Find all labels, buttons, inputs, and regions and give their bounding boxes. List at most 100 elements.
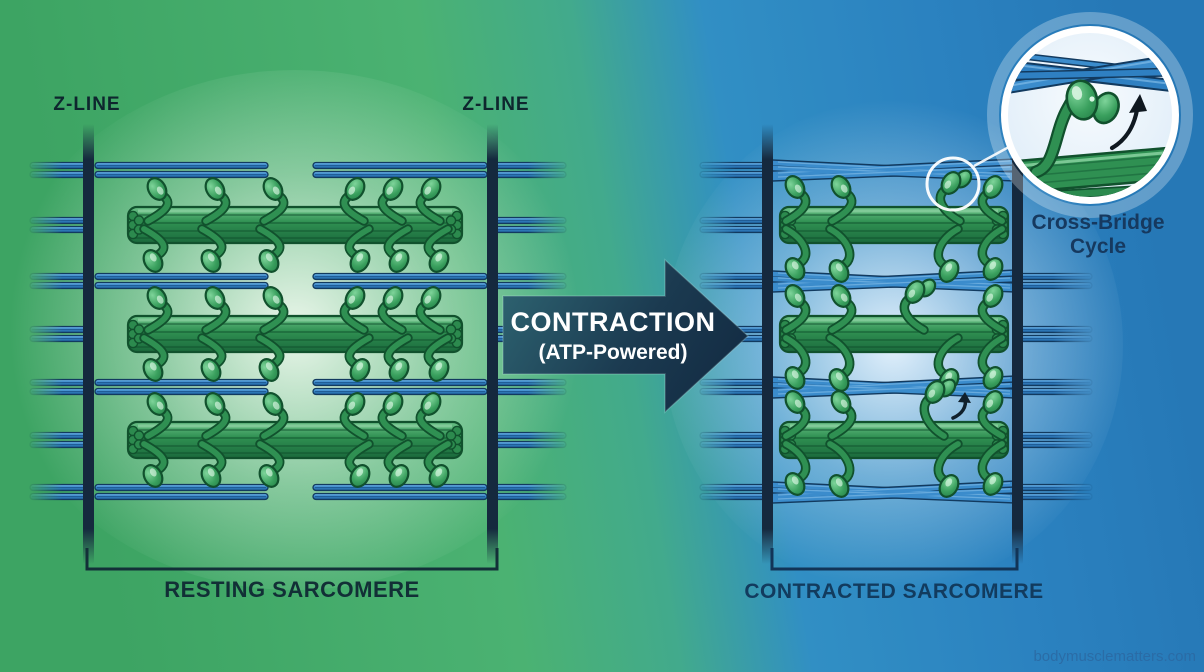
myosin-head (781, 284, 811, 335)
resting-bracket (85, 548, 499, 571)
myosin-head (197, 333, 227, 382)
cross-bridge-inset: Cross-Bridge Cycle (987, 12, 1193, 258)
myosin-head (977, 224, 1007, 281)
myosin-head (781, 333, 811, 390)
myosin-filament (126, 286, 464, 382)
myosin-head (143, 392, 173, 441)
inset-halo (987, 12, 1193, 218)
myosin-head (415, 177, 445, 226)
myosin-head (825, 333, 855, 392)
inset-caption-line2: Cycle (1070, 235, 1126, 258)
myosin-head (827, 175, 857, 226)
myosin-head (423, 224, 453, 273)
myosin-filament (126, 177, 464, 273)
myosin-filament (778, 278, 1010, 392)
actin-filament (29, 378, 89, 396)
z-line-label-left: Z-LINE (53, 94, 120, 115)
myosin-head (143, 177, 173, 226)
myosin-head (977, 175, 1007, 226)
actin-filament (1017, 431, 1093, 449)
z-line-left-resting (83, 124, 94, 564)
actin-filament (699, 161, 769, 179)
myosin-head (977, 284, 1007, 335)
actin-filament (1017, 325, 1093, 343)
inset-caption-line1: Cross-Bridge (1031, 211, 1164, 234)
myosin-head (344, 439, 374, 488)
myosin-filament (778, 378, 1010, 498)
myosin-head (377, 286, 407, 335)
actin-filament-overlapped (768, 375, 1020, 399)
myosin-head (377, 177, 407, 226)
sarcomere-overlays (951, 392, 971, 420)
resting-sarcomere (94, 161, 488, 501)
z-line-label-right: Z-LINE (462, 94, 529, 115)
myosin-head (899, 278, 937, 335)
myosin-head (259, 177, 289, 226)
myosin-head (827, 390, 857, 441)
myosin-head (781, 390, 811, 441)
myosin-head (259, 286, 289, 335)
myosin-head (339, 177, 369, 226)
contraction-arrow-title: CONTRACTION (511, 307, 716, 337)
actin-filament (1017, 378, 1093, 396)
myosin-head (255, 333, 285, 382)
power-stroke-arrow-icon (951, 392, 971, 420)
contracted-bracket (770, 548, 1019, 571)
actin-stubs-outer-right (1017, 272, 1093, 501)
myosin-head (139, 224, 169, 273)
myosin-head (933, 224, 963, 283)
myosin-head (139, 439, 169, 488)
myosin-head (201, 177, 231, 226)
myosin-head (259, 392, 289, 441)
myosin-head (197, 224, 227, 273)
myosin-head (415, 286, 445, 335)
myosin-head (383, 224, 413, 273)
inset-cycle-arrow-icon (1109, 94, 1147, 151)
myosin-head (201, 286, 231, 335)
actin-filament (94, 483, 269, 501)
actin-filament (493, 431, 567, 449)
myosin-head (977, 333, 1007, 390)
actin-filament (29, 431, 89, 449)
myosin-head (377, 392, 407, 441)
myosin-head (143, 286, 173, 335)
myosin-head (781, 439, 811, 496)
contracted-sarcomere (768, 158, 1020, 504)
myosin-head (781, 224, 811, 281)
actin-filament-overlapped (768, 269, 1020, 293)
z-line-left-contracted (762, 124, 773, 564)
actin-filament (94, 272, 269, 290)
myosin-head (977, 439, 1007, 496)
myosin-head (197, 439, 227, 488)
resting-sarcomere-caption: RESTING SARCOMERE (164, 577, 419, 602)
myosin-head (423, 333, 453, 382)
actin-filament (94, 161, 269, 179)
myosin-head (827, 284, 857, 335)
myosin-filament (126, 392, 464, 488)
z-line-right-contracted (1012, 124, 1023, 564)
magnified-head-circle (925, 156, 981, 212)
inset-myosin-head (1029, 79, 1120, 179)
myosin-head (825, 224, 855, 283)
myosin-head (977, 390, 1007, 441)
myosin-head (781, 175, 811, 226)
myosin-head (339, 392, 369, 441)
myosin-head (935, 169, 973, 226)
myosin-head (344, 224, 374, 273)
z-line-right-resting (487, 124, 498, 564)
myosin-head (383, 333, 413, 382)
myosin-head (933, 439, 963, 498)
contraction-arrow-subtitle: (ATP-Powered) (539, 341, 688, 364)
actin-filament-overlapped (768, 480, 1020, 504)
myosin-head (344, 333, 374, 382)
myosin-filament (778, 169, 1010, 283)
myosin-head (339, 286, 369, 335)
myosin-head (139, 333, 169, 382)
contracted-sarcomere-caption: CONTRACTED SARCOMERE (744, 580, 1043, 603)
myosin-head (825, 439, 855, 498)
myosin-head (415, 392, 445, 441)
myosin-head (201, 392, 231, 441)
watermark: bodymusclematters.com (1033, 648, 1196, 665)
contraction-arrow-icon (502, 258, 750, 414)
